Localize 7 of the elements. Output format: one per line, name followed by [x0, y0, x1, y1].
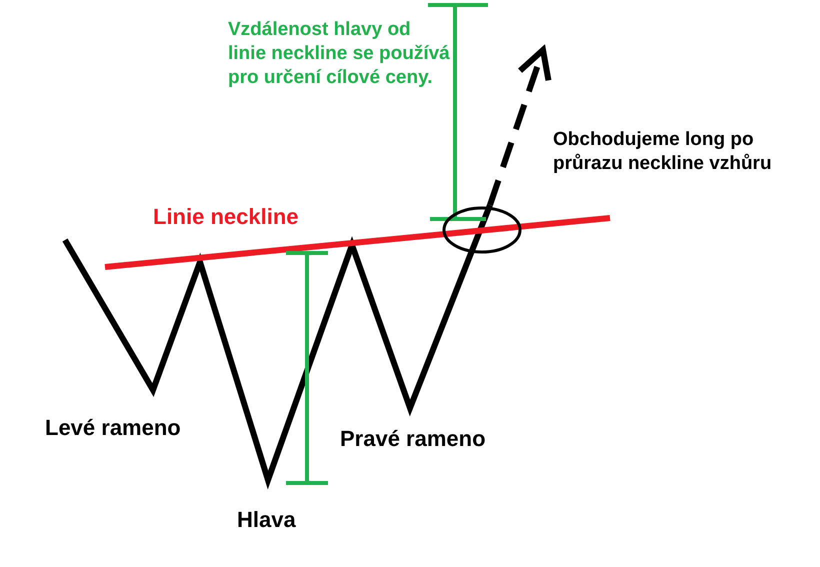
note-text: Vzdálenost hlavy od linie neckline se používá pro určení cílové ceny.: [228, 18, 450, 90]
part-label: Levé rameno: [45, 414, 181, 442]
note-text: Obchodujeme long po průrazu neckline vzhůru: [553, 128, 773, 176]
breakout-circle: [442, 206, 522, 254]
part-label: Pravé rameno: [340, 425, 486, 453]
part-label: Hlava: [237, 506, 296, 534]
line-label: Linie neckline: [153, 203, 298, 231]
